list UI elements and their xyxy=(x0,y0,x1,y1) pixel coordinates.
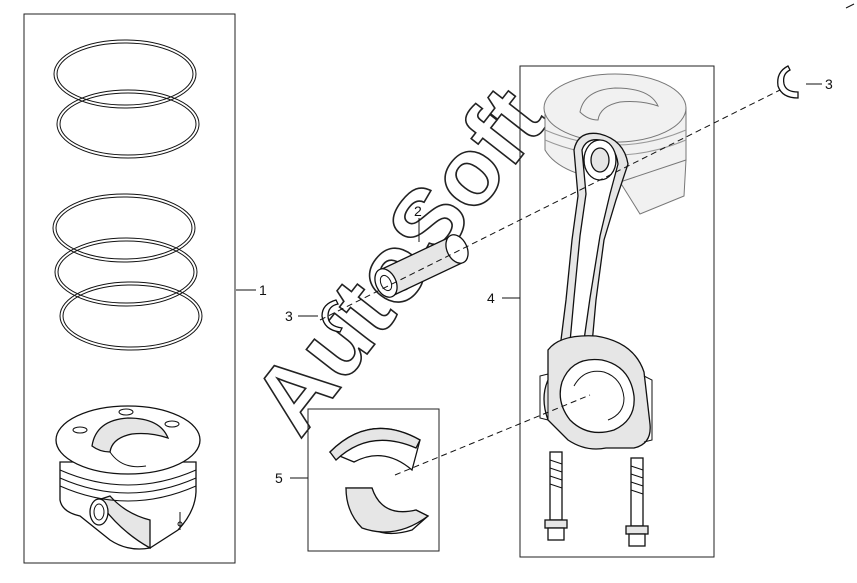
callout-4: 4 xyxy=(487,290,495,306)
snap-ring-left xyxy=(321,299,343,333)
piston-ring-set xyxy=(52,39,203,351)
callout-1: 1 xyxy=(259,282,267,298)
assembly-line-pin-axis xyxy=(319,89,781,321)
corner-mark xyxy=(845,3,855,9)
bearing-shells-box xyxy=(307,408,440,552)
connecting-rod-box xyxy=(519,65,715,558)
callout-3-left: 3 xyxy=(285,308,293,324)
callout-2: 2 xyxy=(414,203,422,219)
connecting-rod xyxy=(539,132,653,450)
piston-ring xyxy=(59,281,203,351)
rod-bolt-left xyxy=(544,451,568,541)
piston-ring xyxy=(53,39,197,109)
piston-kit-box xyxy=(23,13,236,564)
assembly-line-bearing xyxy=(394,394,591,476)
piston xyxy=(55,405,201,550)
bearing-shell-upper xyxy=(328,427,421,472)
rod-bolt-right xyxy=(625,457,649,547)
piston-ring xyxy=(56,89,200,159)
piston-ring xyxy=(52,193,196,263)
snap-ring-right xyxy=(777,65,799,99)
piston-pin xyxy=(374,234,469,298)
piston-ring xyxy=(54,237,198,307)
bearing-shell-lower xyxy=(345,487,430,535)
callout-3-right: 3 xyxy=(825,76,833,92)
callout-5: 5 xyxy=(275,470,283,486)
